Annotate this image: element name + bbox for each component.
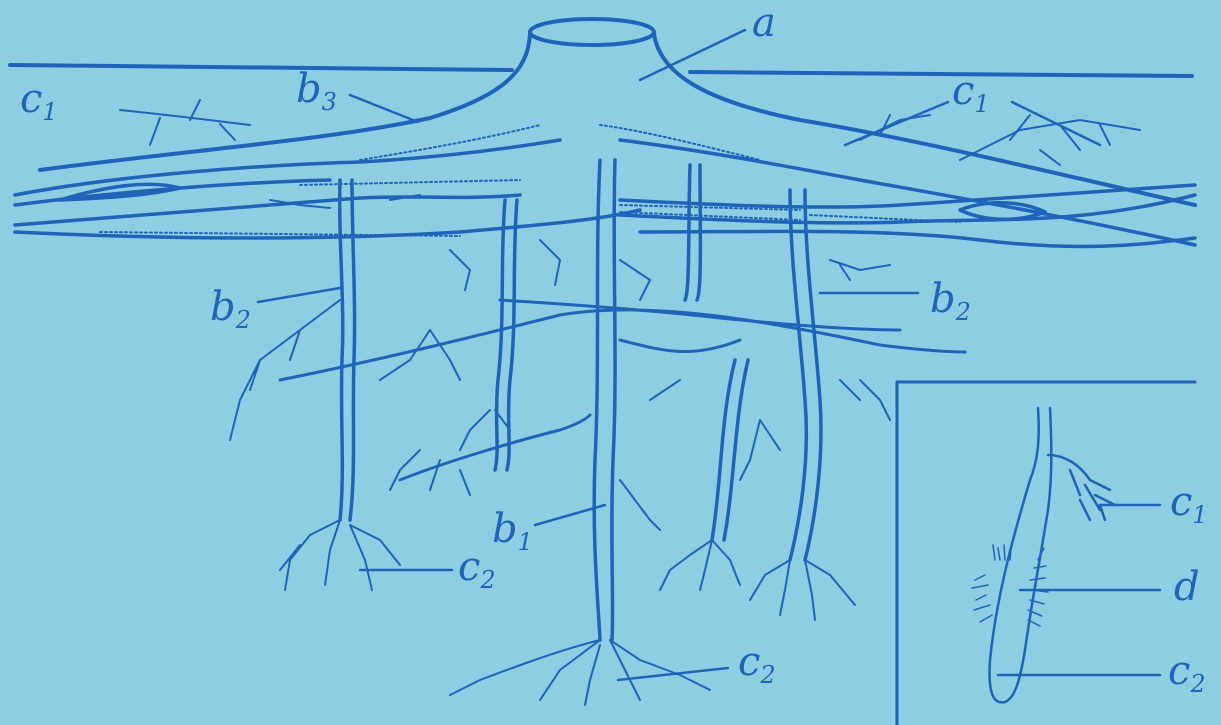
ground-surface	[10, 65, 1192, 76]
label-b1: b1	[492, 506, 533, 556]
label-c2-bottom: c2	[738, 639, 776, 689]
horizontal-lateral-roots	[15, 140, 1195, 246]
label-c1-left: c1	[20, 76, 58, 126]
trunk-stump	[40, 19, 1195, 205]
inset-root-hairs	[972, 545, 1048, 626]
label-b2-left: b2	[210, 284, 251, 334]
label-b3: b3	[296, 66, 337, 116]
inset-label-c2: c2	[1168, 648, 1206, 698]
hatched-root-surfaces	[100, 125, 960, 236]
oblique-lateral-roots	[280, 300, 965, 480]
fine-rootlets	[120, 100, 1140, 705]
label-c2-left: c2	[458, 544, 496, 594]
label-a: a	[752, 0, 776, 46]
inset-leader-lines	[998, 505, 1160, 675]
inset-label-c1: c1	[1170, 479, 1208, 529]
inset-frame	[897, 382, 1195, 725]
inset-root-tip	[990, 408, 1115, 702]
label-b2-right: b2	[930, 276, 971, 326]
inset-label-d: d	[1174, 564, 1200, 610]
